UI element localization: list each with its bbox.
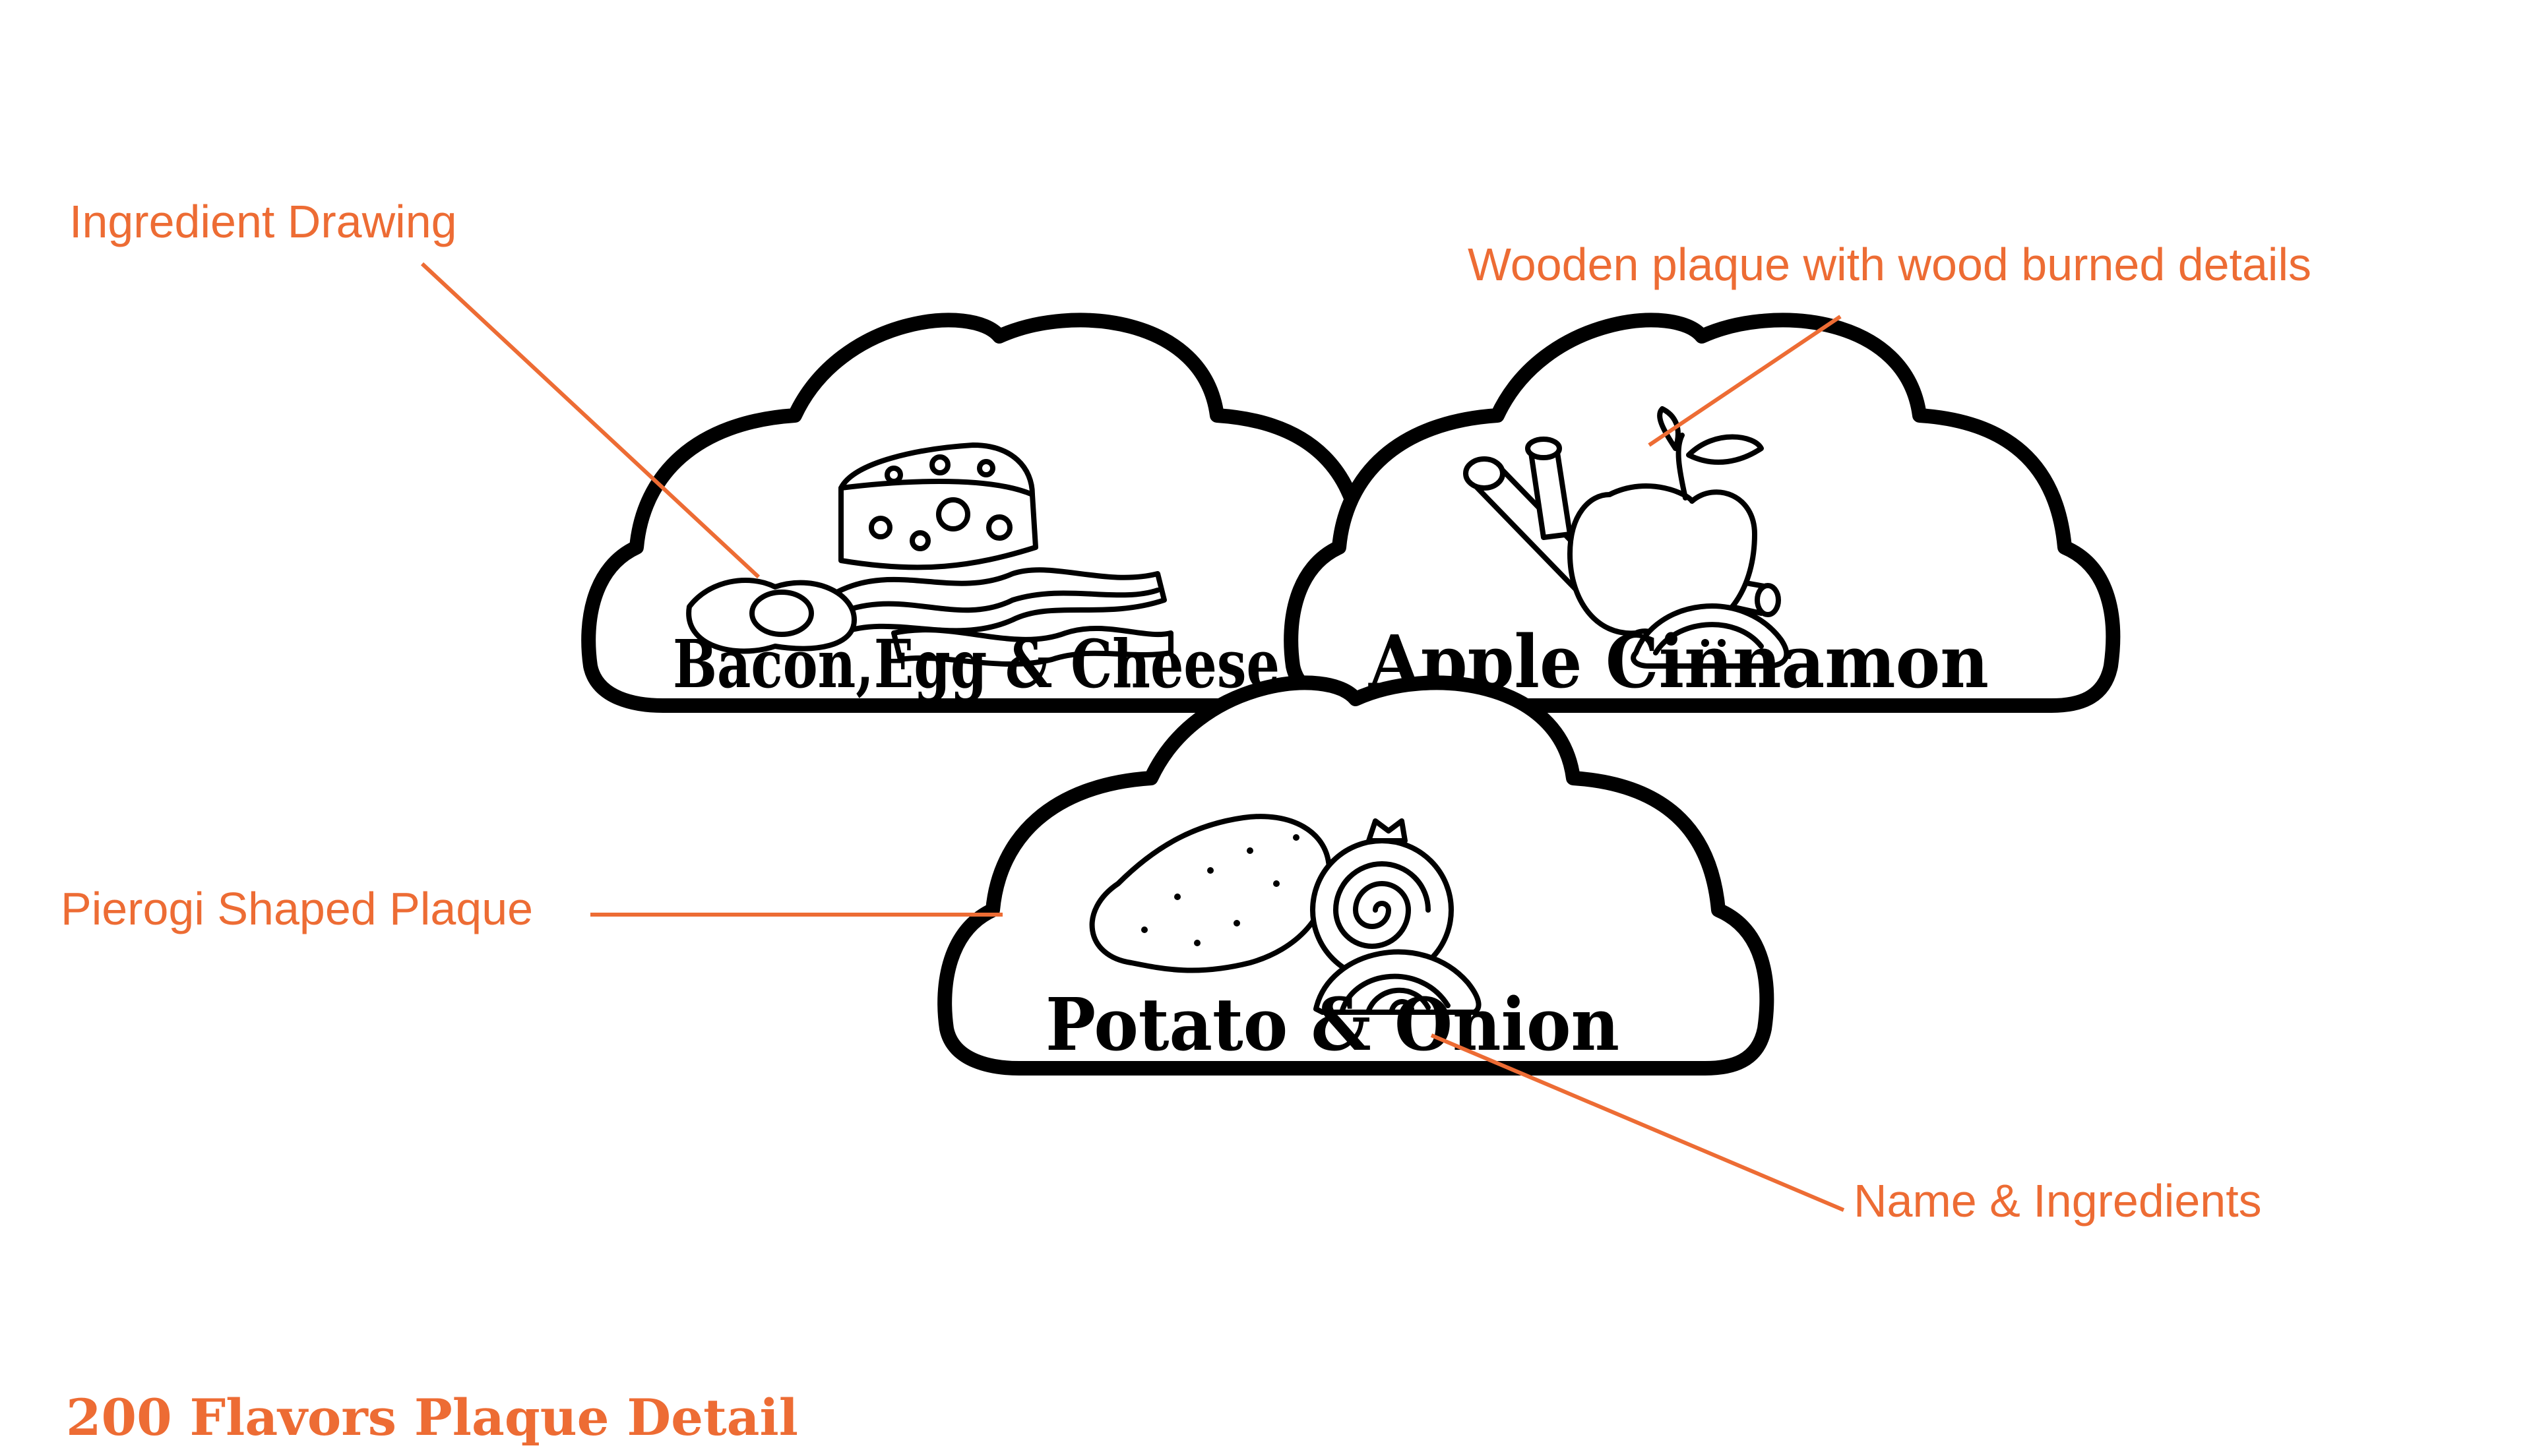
label-ingredient-drawing: Ingredient Drawing [69, 196, 457, 247]
onion-slice-icon [1313, 949, 1482, 1015]
potato-icon [1089, 814, 1332, 973]
potato-onion-drawing [1089, 814, 1482, 1015]
plaque-name-1: Bacon,Egg & Cheese [673, 625, 1280, 703]
label-pierogi-shape: Pierogi Shaped Plaque [61, 883, 533, 934]
apple-slice-icon [1631, 603, 1790, 669]
leader-ingredient-drawing [420, 262, 761, 579]
bacon-egg-cheese-drawing [686, 442, 1173, 667]
label-wooden-plaque: Wooden plaque with wood burned details [1468, 239, 2311, 290]
label-name-ingredients: Name & Ingredients [1854, 1175, 2262, 1227]
plaque-name-3: Potato & Onion [1046, 982, 1619, 1067]
plaque-bacon-egg-cheese: Bacon,Egg & Cheese [588, 320, 1410, 706]
leader-name-ingredients [1430, 1033, 1845, 1212]
plaque-apple-cinnamon: Apple Cinnamon [1291, 320, 2113, 706]
plaque-potato-onion: Potato & Onion [945, 682, 1767, 1068]
leader-wooden-plaque [1648, 315, 1842, 447]
apple-cinnamon-drawing [1463, 406, 1790, 669]
footer-title: 200 Flavors Plaque Detail [66, 1388, 798, 1447]
